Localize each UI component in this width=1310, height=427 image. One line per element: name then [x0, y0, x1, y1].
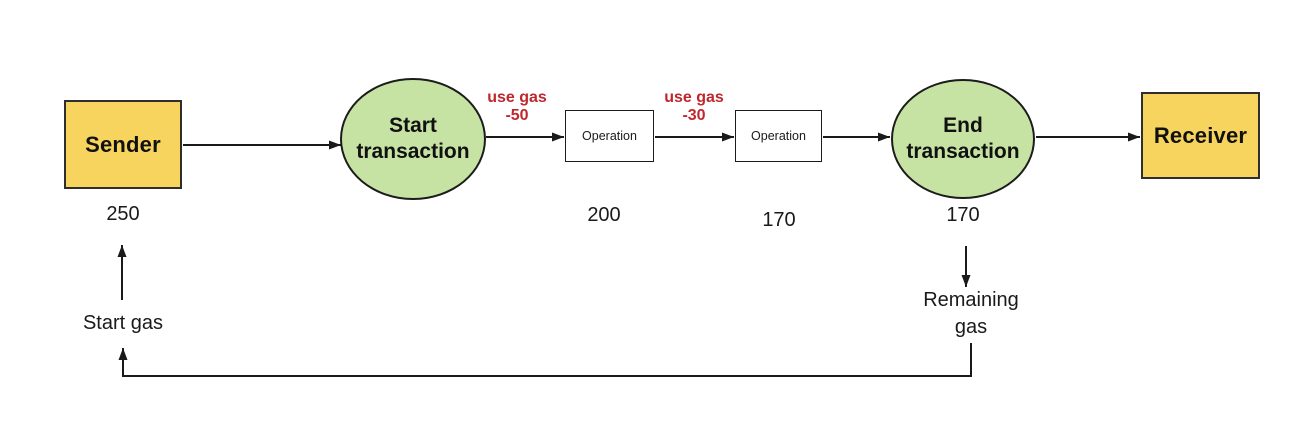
use-gas-2-amount: -30	[682, 107, 706, 125]
operation-1-gas-value: 200	[587, 204, 621, 226]
end-transaction-label-line1: End	[943, 113, 983, 137]
node-operation-1: Operation	[565, 110, 654, 162]
operation-2-gas-value: 170	[762, 209, 796, 231]
use-gas-1-text: use gas	[487, 89, 547, 106]
operation-1-label: Operation	[582, 129, 637, 143]
remaining-gas-label-line1: Remaining	[923, 289, 1019, 311]
remaining-gas-label-line2: gas	[954, 316, 988, 338]
start-gas-label: Start gas	[82, 312, 164, 334]
sender-gas-value: 250	[106, 203, 140, 225]
use-gas-annotation-1: use gas -50	[467, 89, 567, 126]
node-start-transaction: Start transaction	[340, 78, 486, 200]
use-gas-2-text: use gas	[664, 89, 724, 106]
receiver-label: Receiver	[1153, 122, 1248, 148]
sender-label: Sender	[85, 131, 161, 157]
node-end-transaction: End transaction	[891, 79, 1035, 199]
operation-2-label: Operation	[751, 129, 806, 143]
use-gas-annotation-2: use gas -30	[644, 89, 744, 126]
start-transaction-label-line2: transaction	[356, 140, 470, 163]
node-receiver: Receiver	[1141, 92, 1260, 179]
node-operation-2: Operation	[735, 110, 822, 162]
start-transaction-label-line1: Start	[389, 113, 437, 137]
use-gas-1-amount: -50	[505, 107, 529, 125]
node-sender: Sender	[64, 100, 182, 189]
remaining-gas-label: Remaining gas	[916, 287, 1026, 341]
end-transaction-label-line2: transaction	[906, 140, 1020, 163]
edge-feedback-loop	[118, 343, 972, 377]
end-transaction-gas-value: 170	[946, 204, 980, 226]
